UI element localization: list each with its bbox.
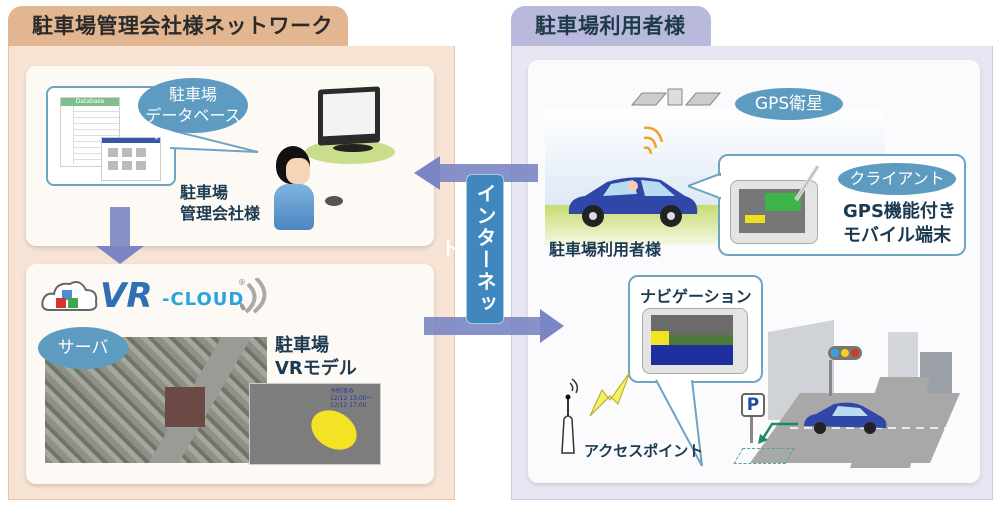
vr-overlay-text: 予約済み 12/12 13:00～ 12/12 17:00 <box>330 388 373 409</box>
parking-direction-arrow-icon <box>758 422 798 444</box>
gps-satellite-pill: GPS衛星 <box>735 88 843 120</box>
access-point-label: アクセスポイント <box>584 442 704 460</box>
wireless-bolt-icon <box>589 371 631 417</box>
internet-label: インターネット <box>437 174 504 324</box>
vr-model-label: 駐車場 VRモデル <box>275 334 357 380</box>
parking-sign-pole <box>750 417 753 443</box>
client-device-label: GPS機能付き モバイル端末 <box>843 200 956 248</box>
app-window-icon: ✕ <box>101 135 161 181</box>
vr-model-label-line1: 駐車場 <box>275 335 329 356</box>
cloud-icon <box>41 281 98 311</box>
logo-registered: ® <box>238 278 246 287</box>
traffic-light-icon <box>828 346 862 360</box>
monitor-icon <box>318 86 380 146</box>
database-bubble-line2: データベース <box>145 106 241 125</box>
vr-overlay-line3: 12/12 17:00 <box>330 402 367 409</box>
wireless-icon <box>240 278 267 314</box>
access-point-icon <box>561 378 579 454</box>
parking-sign-letter: P <box>746 395 760 415</box>
arrow-to-user-shaft <box>424 317 542 335</box>
gps-signal-icon <box>643 126 664 155</box>
satellite-icon <box>630 88 722 106</box>
vr-overlay-line1: 予約済み <box>330 388 355 395</box>
mouse-icon <box>325 196 343 206</box>
client-callout-tail <box>688 172 722 200</box>
user-car-icon <box>568 177 698 227</box>
road-icon <box>750 377 960 468</box>
server-pill: サーバ <box>38 327 128 369</box>
manager-label-line2: 管理会社様 <box>180 204 261 223</box>
navigation-callout-tail <box>655 379 703 467</box>
user-label: 駐車場利用者様 <box>549 240 662 259</box>
manager-label: 駐車場 管理会社様 <box>180 182 260 224</box>
user-tab: 駐車場利用者様 <box>511 6 711 46</box>
vr-cloud-logo: VR -CLOUD ® <box>40 276 280 316</box>
management-network-tab: 駐車場管理会社様ネットワーク <box>8 6 348 46</box>
client-device-line1: GPS機能付き <box>843 201 956 222</box>
monitor-stand <box>333 144 373 152</box>
arrow-left-icon <box>414 156 440 190</box>
management-network-title: 駐車場管理会社様ネットワーク <box>32 14 333 38</box>
database-bubble: 駐車場 データベース <box>138 78 248 133</box>
navigation-device-icon <box>642 308 748 374</box>
logo-cloud-text: -CLOUD <box>162 289 245 310</box>
navigation-label: ナビゲーション <box>640 287 752 306</box>
vr-model-image: 予約済み 12/12 13:00～ 12/12 17:00 <box>249 383 381 465</box>
arrow-to-management-shaft <box>438 164 538 182</box>
down-arrow-shaft <box>110 207 130 247</box>
client-device-line2: モバイル端末 <box>843 225 951 246</box>
parking-space-outline <box>733 448 795 464</box>
down-arrow-icon <box>96 246 144 264</box>
client-pill: クライアント <box>838 163 956 195</box>
parking-car-icon <box>804 402 887 434</box>
traffic-light-pole <box>829 360 832 396</box>
callout-tail <box>170 128 259 153</box>
stylus-icon <box>794 164 820 202</box>
manager-person-icon <box>272 146 316 230</box>
parking-sign: P <box>741 393 765 417</box>
database-window-title: Database <box>61 98 119 106</box>
arrow-right-icon <box>540 309 564 343</box>
user-title: 駐車場利用者様 <box>535 14 686 38</box>
database-bubble-line1: 駐車場 <box>168 85 217 104</box>
manager-label-line1: 駐車場 <box>180 183 229 202</box>
logo-vr-text: VR <box>100 276 153 316</box>
vr-model-label-line2: VRモデル <box>275 358 357 379</box>
close-icon: ✕ <box>153 135 159 142</box>
vr-overlay-line2: 12/12 13:00～ <box>330 395 373 402</box>
